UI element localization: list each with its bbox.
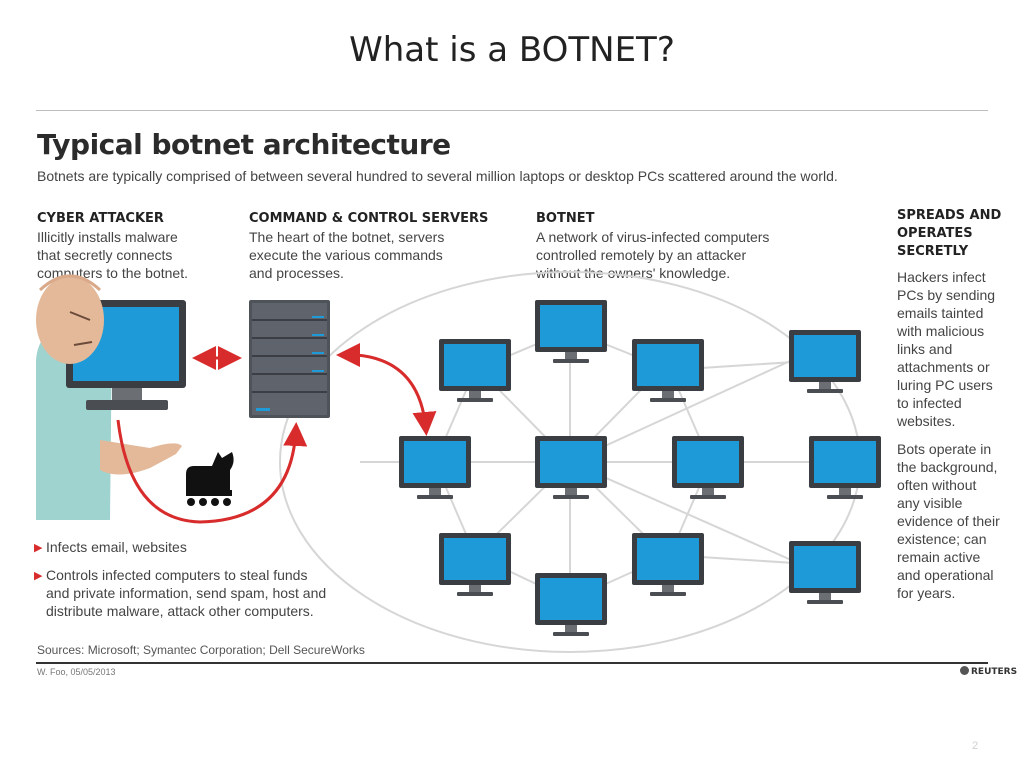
side-line: with malicious xyxy=(897,323,985,339)
spreads-heading-line: SPREADS AND xyxy=(897,208,1002,223)
side-line: attachments or xyxy=(897,359,990,375)
reuters-logo-text: REUTERS xyxy=(971,667,1018,677)
monitor-icon xyxy=(439,339,511,402)
monitor-icon xyxy=(535,436,607,499)
side-line: websites. xyxy=(897,413,956,429)
monitor-icon xyxy=(632,533,704,596)
bullet-line: Controls infected computers to steal fun… xyxy=(46,567,308,583)
side-line: for years. xyxy=(897,585,956,601)
side-line: remain active xyxy=(897,549,981,565)
attacker-desc-line: Illicitly installs malware xyxy=(37,229,178,245)
spreads-heading-line: SECRETLY xyxy=(897,244,969,259)
monitor-icon xyxy=(672,436,744,499)
trojan-horse-icon xyxy=(186,452,234,506)
top-divider xyxy=(36,110,988,111)
side-line: existence; can xyxy=(897,531,987,547)
botnet-desc-line: A network of virus-infected computers xyxy=(536,229,770,245)
side-line: to infected xyxy=(897,395,962,411)
side-line: and operational xyxy=(897,567,994,583)
bottom-divider xyxy=(36,662,988,664)
spreads-paragraph-1: Hackers infect PCs by sending emails tai… xyxy=(897,268,1007,430)
attacker-description: Illicitly installs malware that secretly… xyxy=(37,228,188,282)
monitor-icon xyxy=(535,300,607,363)
monitor-icon xyxy=(535,573,607,636)
reuters-logo: REUTERS xyxy=(960,666,1017,677)
red-arrows xyxy=(116,343,437,524)
reuters-logo-icon xyxy=(960,666,969,675)
attacker-heading: CYBER ATTACKER xyxy=(37,211,164,226)
page-number: 2 xyxy=(972,740,979,752)
spreads-paragraph-2: Bots operate in the background, often wi… xyxy=(897,440,1007,602)
monitor-icon xyxy=(399,436,471,499)
bullet-arrow-icon: ▶ xyxy=(34,542,43,554)
infographic-subtitle: Botnets are typically comprised of betwe… xyxy=(37,168,838,184)
spreads-heading: SPREADS AND OPERATES SECRETLY xyxy=(897,207,1001,261)
sources-note: Sources: Microsoft; Symantec Corporation… xyxy=(37,643,365,657)
bullet-item: ▶ Infects email, websites xyxy=(34,538,386,556)
side-line: PCs by sending xyxy=(897,287,996,303)
botnet-heading: BOTNET xyxy=(536,211,595,226)
attacker-figure-icon xyxy=(36,274,186,520)
monitor-icon xyxy=(789,330,861,393)
side-line: evidence of their xyxy=(897,513,1000,529)
infographic-title: Typical botnet architecture xyxy=(37,128,451,161)
bullet-line: and private information, send spam, host… xyxy=(46,585,327,601)
monitor-icon xyxy=(789,541,861,604)
side-line: emails tainted xyxy=(897,305,984,321)
side-line: luring PC users xyxy=(897,377,993,393)
slide-title: What is a BOTNET? xyxy=(349,30,675,70)
monitor-icon xyxy=(632,339,704,402)
bullet-item: ▶ Controls infected computers to steal f… xyxy=(34,566,386,620)
monitor-icon xyxy=(809,436,881,499)
spreads-heading-line: OPERATES xyxy=(897,226,973,241)
servers-heading: COMMAND & CONTROL SERVERS xyxy=(249,211,489,226)
bullet-arrow-icon: ▶ xyxy=(34,570,43,582)
side-line: any visible xyxy=(897,495,963,511)
servers-desc-line: The heart of the botnet, servers xyxy=(249,229,445,245)
monitor-icon xyxy=(439,533,511,596)
servers-description: The heart of the botnet, servers execute… xyxy=(249,228,444,282)
side-line: the background, xyxy=(897,459,998,475)
attacker-desc-line: that secretly connects xyxy=(37,247,173,263)
bullet-line: Infects email, websites xyxy=(46,539,187,555)
bullet-line: distribute malware, attack other compute… xyxy=(46,603,314,619)
botnet-description: A network of virus-infected computers co… xyxy=(536,228,769,282)
side-line: Hackers infect xyxy=(897,269,986,285)
server-rack-icon xyxy=(249,300,330,418)
botnet-desc-line: without the owners' knowledge. xyxy=(536,265,731,281)
side-line: Bots operate in xyxy=(897,441,992,457)
servers-desc-line: and processes. xyxy=(249,265,344,281)
side-line: links and xyxy=(897,341,953,357)
servers-desc-line: execute the various commands xyxy=(249,247,443,263)
botnet-desc-line: controlled remotely by an attacker xyxy=(536,247,747,263)
side-line: often without xyxy=(897,477,977,493)
credit-note: W. Foo, 05/05/2013 xyxy=(37,667,116,677)
